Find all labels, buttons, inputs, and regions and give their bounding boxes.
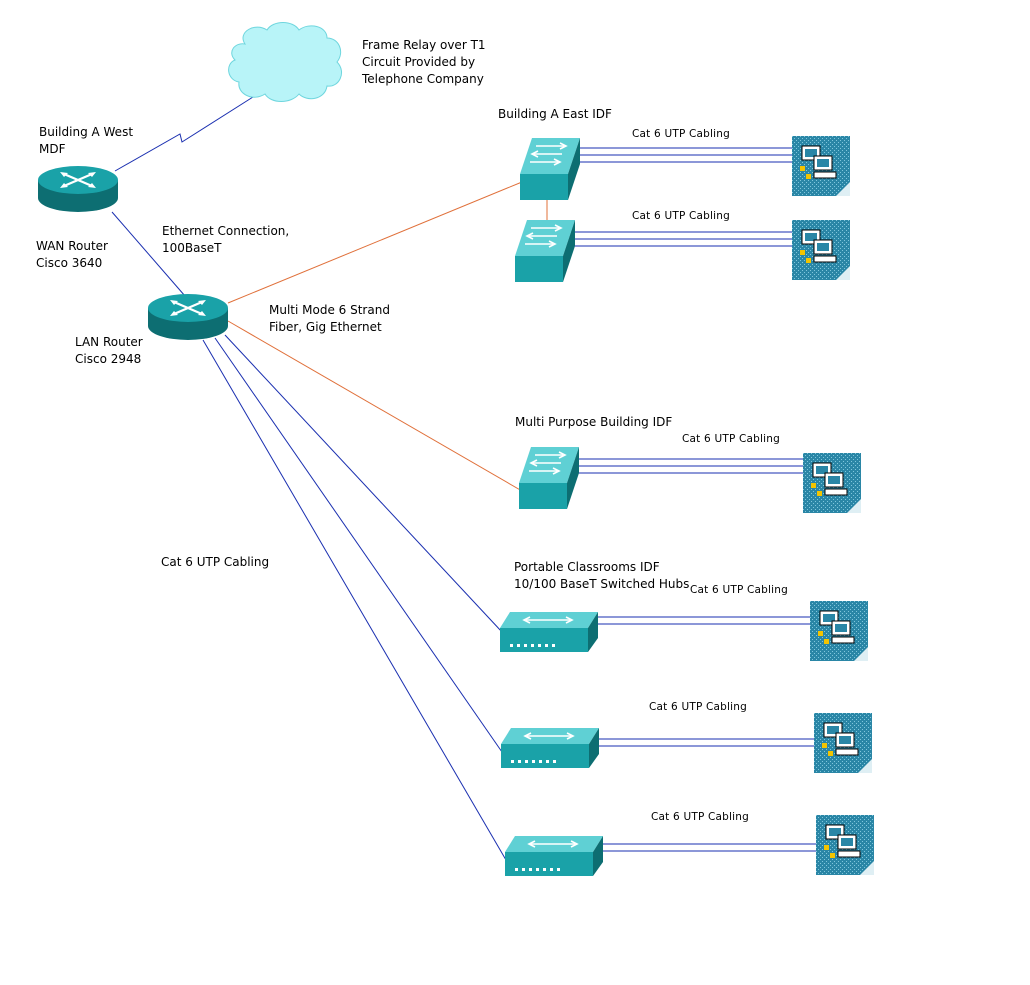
utp-bundle-mp [577,458,805,474]
ethernet-connection-line-2: 100BaseT [162,241,222,255]
cat6-east-1-label: Cat 6 UTP Cabling [632,128,730,140]
east-switch-1-icon [520,138,580,200]
utp-bundle-pc-2 [598,738,816,747]
workstation-icon [814,713,872,773]
hub-2-icon [501,728,599,768]
multimode-fiber-label: Multi Mode 6 Strand Fiber, Gig Ethernet [269,302,390,336]
utp-bundle-pc-3 [602,843,818,852]
portable-classrooms-line-1: Portable Classrooms IDF [514,560,660,574]
links [111,96,818,861]
lan-router-line-1: LAN Router [75,335,143,349]
wan-router-line-2: Cisco 3640 [36,256,103,270]
utp-bundle-east-2 [571,231,794,247]
cat6-pc-2-label: Cat 6 UTP Cabling [649,701,747,713]
utp-link-hub-3 [202,339,507,861]
lan-router-label: LAN Router Cisco 2948 [75,334,143,368]
cat6-main-label: Cat 6 UTP Cabling [161,555,270,569]
wan-router-icon [38,166,118,212]
wan-router-line-1: WAN Router [36,239,108,253]
frame-relay-line-2: Circuit Provided by [362,55,476,69]
building-a-west-label: Building A West MDF [39,124,133,158]
east-switch-2-icon [515,220,575,282]
ethernet-connection-label: Ethernet Connection, 100BaseT [162,223,289,257]
portable-classrooms-label: Portable Classrooms IDF 10/100 BaseT Swi… [514,559,689,593]
building-a-west-line-1: Building A West [39,125,134,139]
hub-1-icon [500,612,598,652]
workstation-icon [792,220,850,280]
multimode-fiber-line-1: Multi Mode 6 Strand [269,303,390,317]
fiber-link-east [227,181,523,304]
multi-purpose-switch-icon [519,447,579,509]
wan-link [114,96,254,172]
workstation-icon [810,601,868,661]
lan-router-line-2: Cisco 2948 [75,352,142,366]
utp-link-hub-2 [214,337,503,753]
frame-relay-line-1: Frame Relay over T1 [362,38,486,52]
frame-relay-label: Frame Relay over T1 Circuit Provided by … [362,37,486,88]
multi-purpose-idf-label: Multi Purpose Building IDF [515,415,673,429]
utp-link-hub-1 [224,334,503,633]
frame-relay-line-3: Telephone Company [362,72,484,86]
frame-relay-cloud-icon [228,22,342,102]
multimode-fiber-line-2: Fiber, Gig Ethernet [269,320,382,334]
cat6-pc-1-label: Cat 6 UTP Cabling [690,584,788,596]
cat6-east-2-label: Cat 6 UTP Cabling [632,210,730,222]
workstation-icon [803,453,861,513]
ethernet-connection-line-1: Ethernet Connection, [162,224,290,238]
wan-lan-link [111,211,186,297]
portable-classrooms-line-2: 10/100 BaseT Switched Hubs [514,577,690,591]
workstation-icon [792,136,850,196]
workstation-icon [816,815,874,875]
hub-3-icon [505,836,603,876]
cat6-mp-label: Cat 6 UTP Cabling [682,433,780,445]
fiber-link-mp [227,320,523,492]
lan-router-icon [148,294,228,340]
building-a-west-line-2: MDF [39,142,66,156]
wan-router-label: WAN Router Cisco 3640 [36,238,108,272]
cat6-pc-3-label: Cat 6 UTP Cabling [651,811,749,823]
building-a-east-idf-label: Building A East IDF [498,107,612,121]
utp-bundle-east-1 [578,147,794,163]
utp-bundle-pc-1 [598,616,812,625]
